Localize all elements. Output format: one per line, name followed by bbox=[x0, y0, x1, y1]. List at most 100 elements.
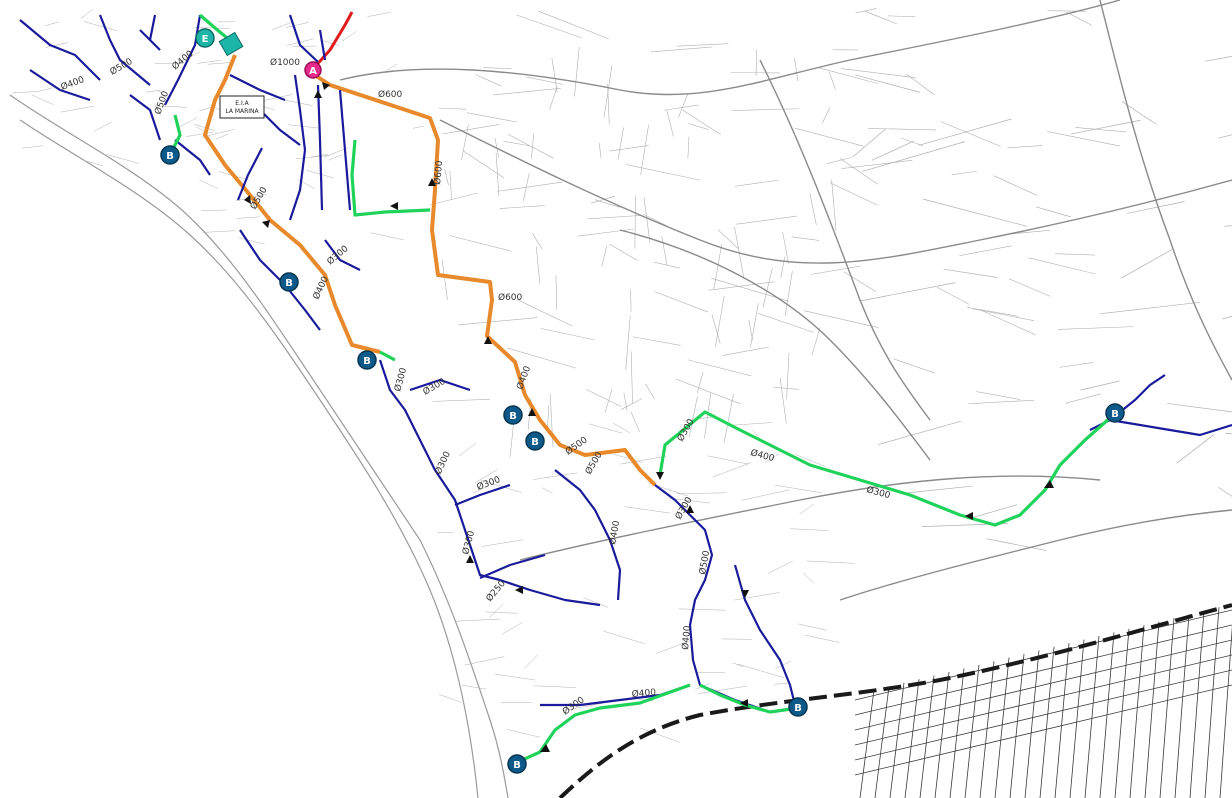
street-line bbox=[603, 630, 645, 644]
street-line bbox=[634, 195, 636, 249]
street-line bbox=[1035, 206, 1071, 218]
street-line bbox=[238, 237, 265, 245]
street-line bbox=[940, 121, 1001, 147]
street-line bbox=[1225, 432, 1232, 435]
street-line bbox=[688, 396, 698, 438]
street-line bbox=[1176, 434, 1215, 464]
street-line bbox=[367, 11, 391, 17]
plot-line bbox=[1189, 610, 1205, 798]
street-line bbox=[723, 393, 734, 443]
street-line bbox=[839, 157, 878, 185]
node-b4[interactable]: B bbox=[503, 405, 523, 425]
node-b1[interactable]: B bbox=[160, 145, 180, 165]
street-line bbox=[497, 181, 563, 192]
street-line bbox=[654, 261, 680, 269]
street-line bbox=[633, 336, 681, 346]
plot-line bbox=[1084, 635, 1100, 798]
street-line bbox=[687, 359, 752, 377]
plot-line bbox=[874, 686, 890, 798]
street-line bbox=[711, 314, 721, 344]
street-line bbox=[878, 420, 962, 445]
node-a[interactable]: A bbox=[304, 61, 322, 79]
node-b2[interactable]: B bbox=[279, 272, 299, 292]
street-line bbox=[750, 303, 759, 348]
node-e[interactable]: E bbox=[195, 28, 215, 48]
street-line bbox=[551, 57, 558, 93]
pipe-label: Ø400 bbox=[749, 447, 776, 464]
pipe-label: Ø1000 bbox=[270, 57, 300, 68]
street-line bbox=[828, 71, 836, 90]
plot-line bbox=[1069, 639, 1085, 798]
plot-line bbox=[854, 639, 1232, 731]
street-line bbox=[1008, 278, 1051, 297]
street-line bbox=[790, 528, 829, 531]
street-line bbox=[197, 59, 221, 64]
plot-line bbox=[1024, 650, 1040, 798]
street-line bbox=[715, 296, 725, 347]
street-line bbox=[542, 487, 553, 494]
street-line bbox=[591, 195, 616, 204]
street-line bbox=[80, 8, 94, 19]
street-line bbox=[864, 10, 898, 25]
street-line bbox=[748, 319, 753, 341]
street-line bbox=[811, 265, 861, 275]
treatment-plant-box: E.I.A LA MARINA bbox=[219, 95, 265, 119]
street-line bbox=[664, 104, 699, 111]
pipe-label: Ø400 bbox=[607, 519, 622, 545]
plot-line bbox=[1039, 646, 1055, 798]
street-line bbox=[480, 479, 522, 493]
street-line bbox=[442, 124, 500, 135]
street-line bbox=[321, 40, 339, 46]
street-line bbox=[640, 124, 649, 175]
street-line bbox=[386, 63, 398, 72]
street-line bbox=[794, 57, 799, 82]
street-line bbox=[106, 154, 139, 164]
street-line bbox=[666, 109, 674, 137]
street-line bbox=[712, 462, 752, 478]
street-line bbox=[822, 107, 831, 124]
street-line bbox=[642, 213, 668, 227]
street-line bbox=[1204, 56, 1232, 62]
street-line bbox=[286, 22, 309, 28]
street-line bbox=[809, 193, 817, 226]
street-line bbox=[533, 472, 578, 480]
street-line bbox=[444, 169, 449, 186]
box-label-line1: E.I.A bbox=[235, 100, 249, 107]
street-line bbox=[532, 233, 543, 250]
node-b8[interactable]: B bbox=[507, 754, 527, 774]
street-line bbox=[485, 611, 518, 614]
street-line bbox=[1218, 487, 1232, 497]
street-line bbox=[791, 236, 820, 241]
plot-line bbox=[1174, 614, 1190, 798]
street-line bbox=[430, 192, 478, 206]
street-line bbox=[617, 127, 624, 160]
street-line bbox=[630, 351, 633, 404]
pipe-label: Ø300 bbox=[675, 417, 697, 444]
street-line bbox=[1167, 403, 1232, 413]
plot-line bbox=[979, 661, 995, 798]
node-label: B bbox=[509, 411, 517, 422]
west-collector-orange bbox=[203, 54, 381, 354]
pipe-label: Ø500 bbox=[697, 549, 712, 575]
street-line bbox=[643, 197, 651, 243]
plot-line bbox=[1099, 632, 1115, 798]
street-line bbox=[236, 216, 260, 219]
pipe-label: Ø300 bbox=[460, 529, 477, 556]
street-line bbox=[736, 215, 798, 225]
street-line bbox=[795, 454, 826, 467]
pipe-label: Ø400 bbox=[59, 74, 86, 93]
street-line bbox=[549, 393, 554, 448]
node-b7[interactable]: B bbox=[788, 697, 808, 717]
node-b5[interactable]: B bbox=[525, 431, 545, 451]
street-line bbox=[598, 142, 602, 159]
street-line bbox=[613, 422, 631, 434]
street-line bbox=[441, 259, 448, 300]
street-line bbox=[458, 317, 538, 326]
street-line bbox=[466, 112, 517, 123]
node-b6[interactable]: B bbox=[1105, 403, 1125, 423]
street-line bbox=[530, 133, 535, 159]
node-b3[interactable]: B bbox=[357, 350, 377, 370]
street-line bbox=[976, 391, 1021, 400]
street-line bbox=[437, 531, 454, 534]
